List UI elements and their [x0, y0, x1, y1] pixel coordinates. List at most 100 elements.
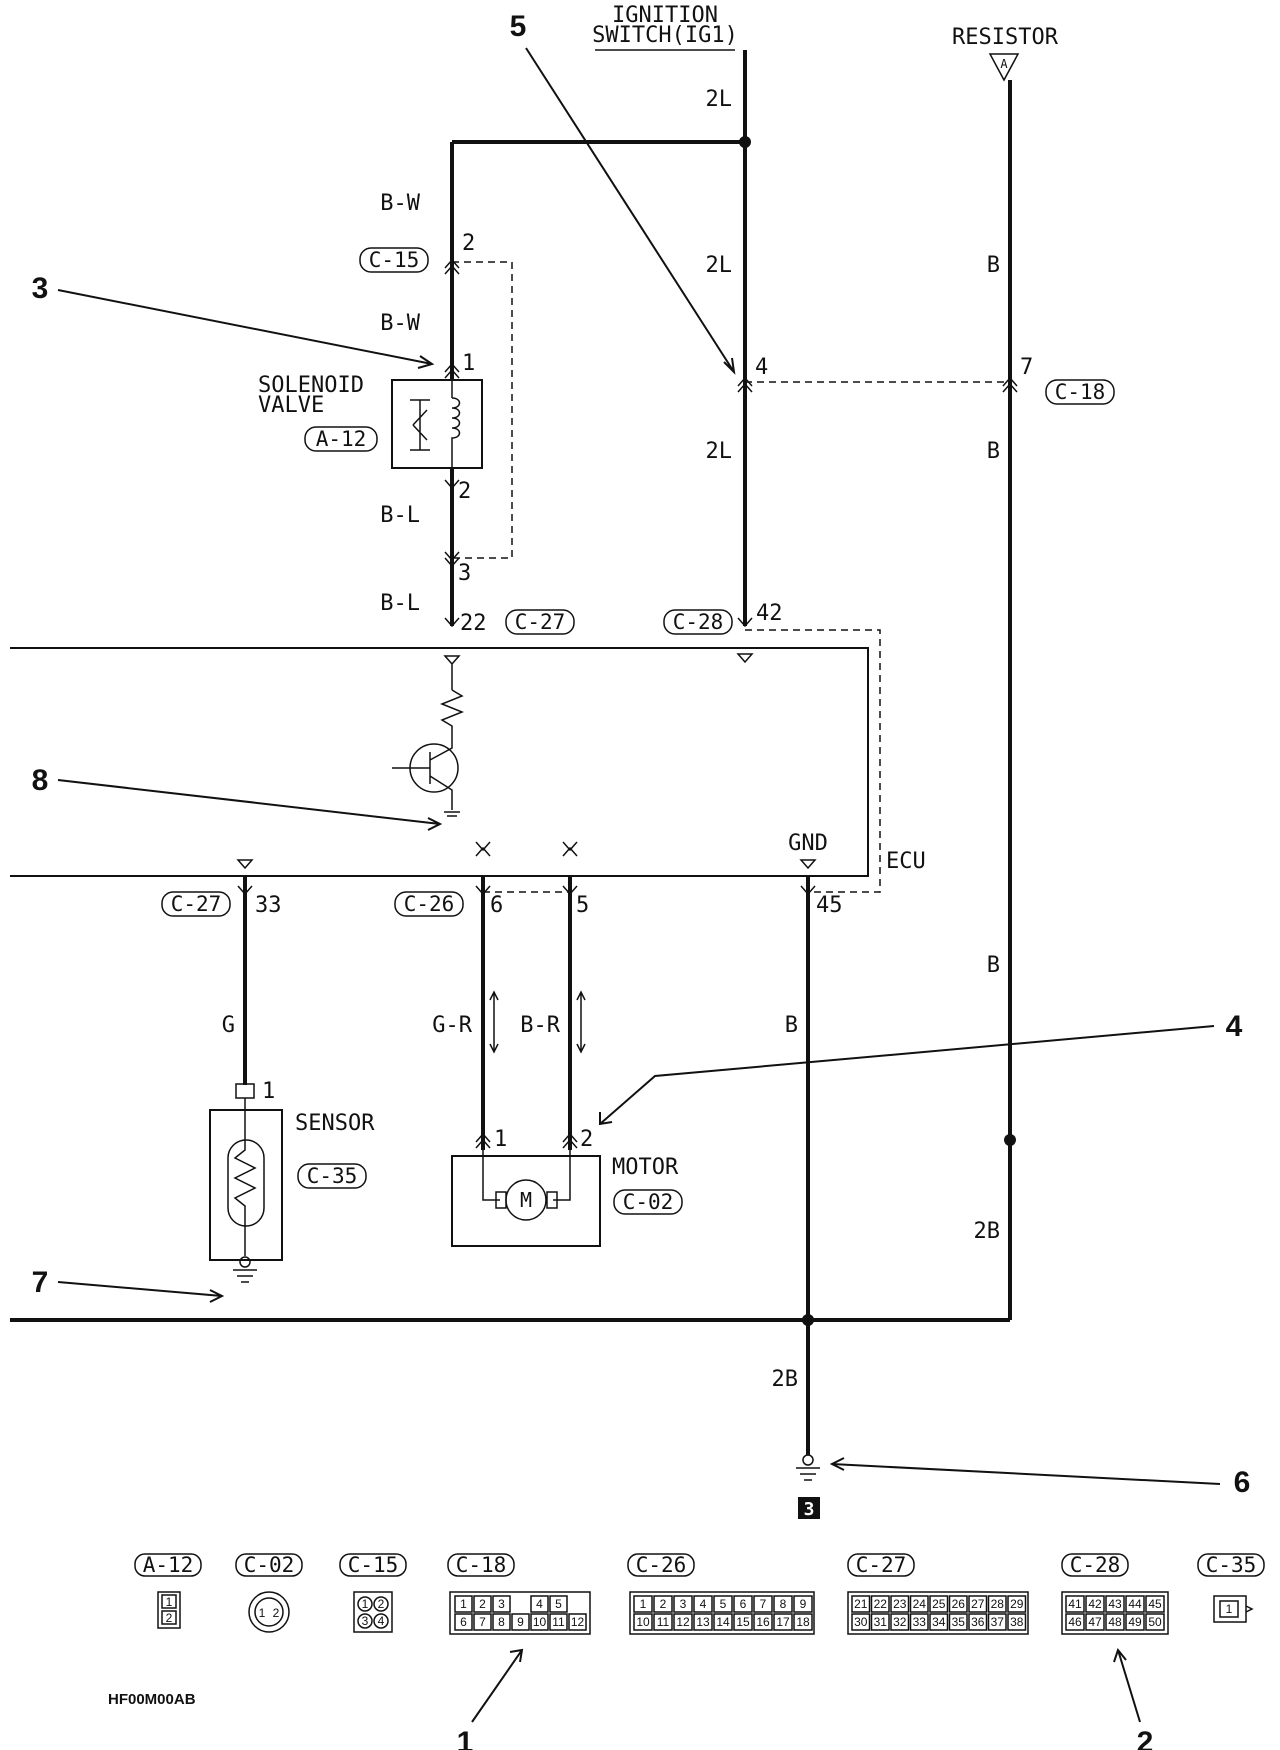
legend-pin-number: 18 [796, 1615, 810, 1629]
callout-6: 6 [1234, 1466, 1251, 1499]
legend-pin-cell [1105, 1595, 1125, 1613]
pin-c15-bottom: 3 [458, 561, 471, 586]
legend-c28-label: C-28 [1070, 1553, 1121, 1577]
legend-pin-cell [530, 1613, 549, 1631]
legend-pin-number: 47 [1088, 1615, 1102, 1629]
legend-pin-cell [568, 1613, 587, 1631]
wire-label-b-b: B [987, 439, 1000, 464]
legend-pin-number: 1 [460, 1597, 467, 1611]
legend-c26-housing [629, 1591, 815, 1635]
chevron-c15-top [444, 258, 460, 275]
chevron-c26-5 [562, 885, 578, 896]
figure-code: HF00M00AB [108, 1691, 196, 1708]
legend-c02-pin: 2 [273, 1606, 280, 1620]
legend-pin-cell [473, 1595, 492, 1613]
legend-pin-number: 8 [498, 1615, 505, 1629]
callout-4: 4 [1226, 1010, 1243, 1043]
legend-pin-cell [633, 1595, 653, 1613]
callouts: 1 2 3 4 5 6 7 8 [32, 10, 1251, 1750]
motor-label: MOTOR [612, 1155, 679, 1180]
wire-label-bl-upper: B-L [380, 503, 420, 528]
legend-pin-cell [948, 1613, 968, 1631]
legend-pin-cell [713, 1613, 733, 1631]
tag-c27-top: C-27 [515, 610, 566, 634]
legend-pin-number: 12 [676, 1615, 690, 1629]
tag-c27-bottom-frame [161, 891, 231, 917]
legend-pin-number: 36 [971, 1615, 985, 1629]
legend-c28-housing [1061, 1591, 1169, 1635]
legend-pin-number: 49 [1128, 1615, 1142, 1629]
legend-pin-number: 29 [1010, 1597, 1024, 1611]
legend-c35-pin: 1 [1226, 1602, 1233, 1616]
motor: MOTOR M [451, 990, 679, 1247]
legend-pin-number: 34 [932, 1615, 946, 1629]
chevron-gnd-45 [800, 885, 816, 896]
pin-a12-top: 1 [462, 351, 475, 376]
legend-pin-cell [870, 1613, 890, 1631]
ecu-gnd-label: GND [788, 831, 828, 856]
callout-7: 7 [32, 1266, 49, 1299]
solenoid-valve-icon [410, 399, 430, 451]
wire-label-bw-upper: B-W [380, 191, 420, 216]
junction-resistor [1004, 1134, 1016, 1146]
legend-pin-cell [851, 1613, 871, 1631]
solenoid-label-line2: VALVE [258, 393, 324, 418]
wire-harness [10, 50, 1016, 1455]
legend-pin-cell [1145, 1613, 1165, 1631]
legend-pin-number: 5 [720, 1597, 727, 1611]
pin-sensor-1: 1 [262, 1079, 275, 1104]
legend-c02-label: C-02 [244, 1553, 295, 1577]
tag-a12: A-12 [316, 427, 367, 451]
solenoid-label-line1: SOLENOID [258, 373, 364, 398]
legend-pin-cell [753, 1613, 773, 1631]
legend-pin-number: 44 [1128, 1597, 1142, 1611]
pin-a12-bottom: 2 [458, 479, 471, 504]
pin-c26-6: 6 [490, 893, 503, 918]
wire-label-b-c: B [987, 953, 1000, 978]
legend-pin-number: 17 [776, 1615, 790, 1629]
legend-c35-label: C-35 [1206, 1553, 1257, 1577]
callout-3: 3 [32, 272, 49, 305]
legend-pin-number: 12 [571, 1615, 585, 1629]
chevron-motor-2 [562, 1132, 578, 1149]
legend-pin-number: 14 [716, 1615, 730, 1629]
solenoid-box [391, 379, 483, 469]
legend-c27-label: C-27 [856, 1553, 907, 1577]
chevron-c27-33 [237, 885, 253, 896]
legend-pin-number: 27 [971, 1597, 985, 1611]
legend-pin-cell [1065, 1595, 1085, 1613]
legend-c35-housing [1213, 1595, 1247, 1623]
legend-pin-number: 13 [696, 1615, 710, 1629]
legend-pin-cell [492, 1613, 511, 1631]
legend-c15-housing [353, 1591, 393, 1633]
legend-pin-number: 21 [854, 1597, 868, 1611]
legend-pin-cell [1125, 1595, 1145, 1613]
sensor-box [209, 1109, 283, 1261]
ignition-label-line2: SWITCH(IG1) [592, 23, 738, 48]
ground-ref-badge [798, 1497, 820, 1519]
legend-pin-number: 38 [1010, 1615, 1024, 1629]
callout-8: 8 [32, 764, 49, 797]
ignition-label-line1: IGNITION [612, 3, 718, 28]
legend-pin-cell [773, 1613, 793, 1631]
legend-pin-number: 6 [740, 1597, 747, 1611]
tag-c35-frame [297, 1163, 367, 1189]
legend-pin-cell [653, 1595, 673, 1613]
pin-c27-22: 22 [460, 611, 487, 636]
tag-c18-frame [1045, 379, 1115, 405]
legend-a12-pin: 2 [166, 1611, 173, 1625]
legend-pin-cell [1105, 1613, 1125, 1631]
chevron-a12-top [444, 362, 460, 379]
legend-pin-number: 46 [1068, 1615, 1082, 1629]
ecu-resistor-icon [439, 689, 465, 740]
legend-pin-number: 10 [636, 1615, 650, 1629]
legend-pin-number: 10 [533, 1615, 547, 1629]
legend-pin-cell [987, 1595, 1007, 1613]
legend-pin-number: 1 [640, 1597, 647, 1611]
legend-pin-cell [1085, 1595, 1105, 1613]
legend-pin-cell [890, 1613, 910, 1631]
legend-pin-number: 15 [736, 1615, 750, 1629]
legend-c15-pin: 1 [362, 1597, 369, 1611]
